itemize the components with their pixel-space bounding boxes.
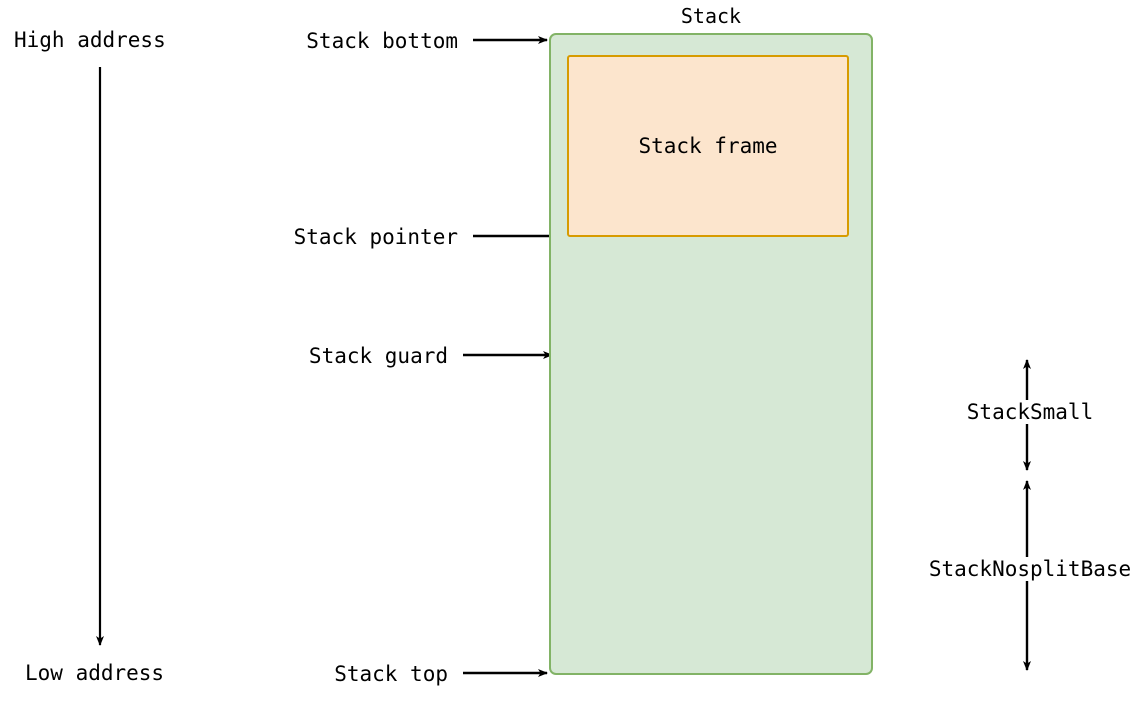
stack-top-label: Stack top <box>334 662 448 686</box>
stack-nosplit-base-label: StackNosplitBase <box>925 557 1135 581</box>
stack-title-label: Stack <box>680 4 742 28</box>
stack-guard-label: Stack guard <box>308 344 448 368</box>
stack-frame-box: Stack frame <box>567 55 849 237</box>
stack-pointer-label: Stack pointer <box>293 225 458 249</box>
low-address-label: Low address <box>25 661 165 685</box>
stack-small-label: StackSmall <box>963 400 1097 424</box>
stack-frame-label: Stack frame <box>638 134 778 158</box>
high-address-label: High address <box>14 28 166 52</box>
stack-bottom-label: Stack bottom <box>306 29 458 53</box>
